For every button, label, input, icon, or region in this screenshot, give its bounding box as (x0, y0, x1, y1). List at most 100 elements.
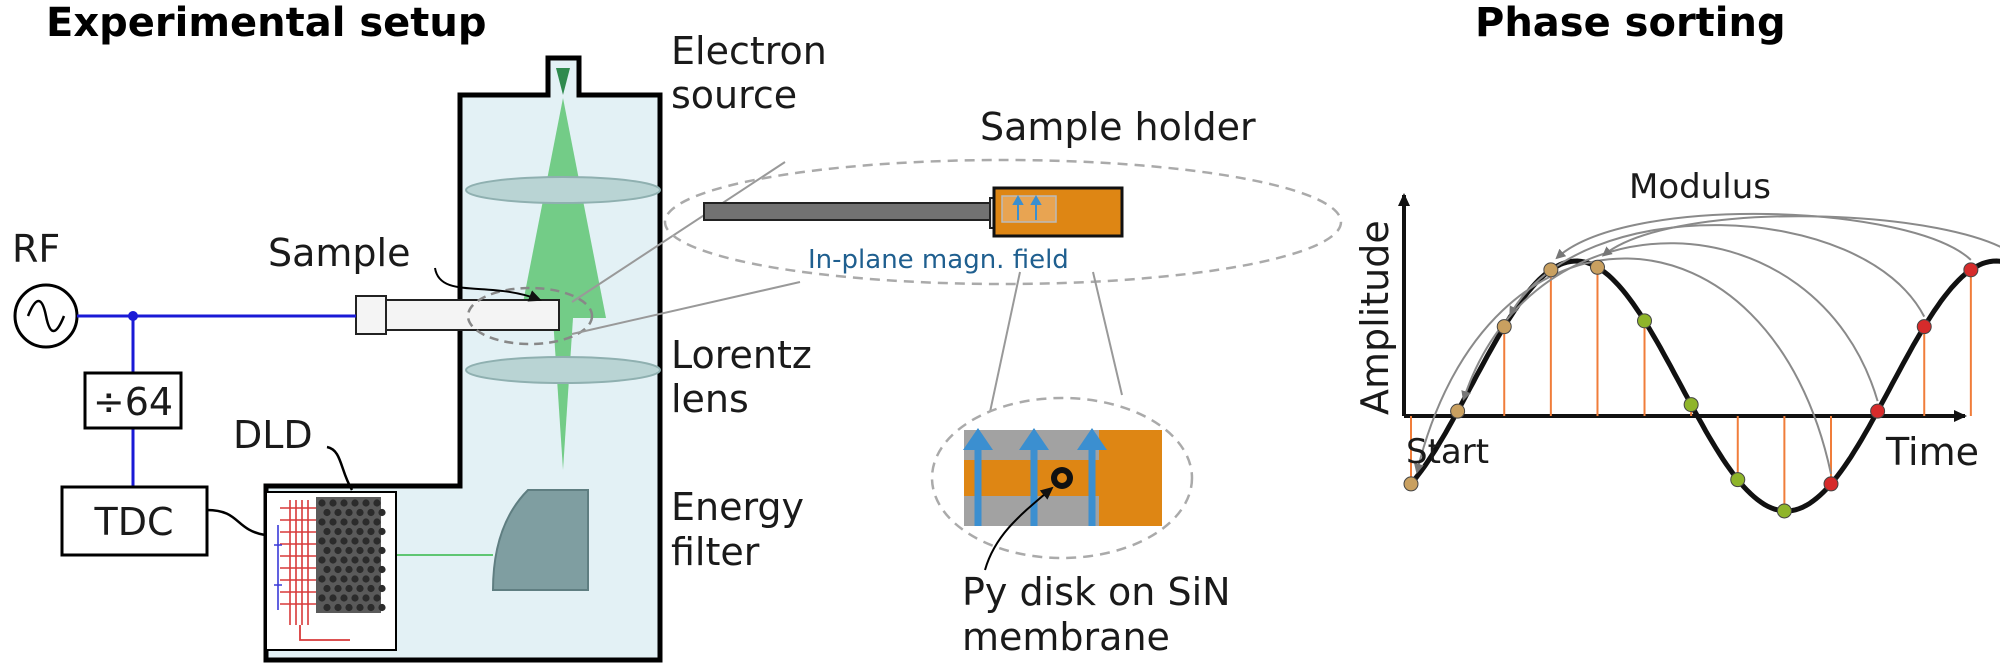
mcp-channel (373, 594, 381, 602)
mcp-channel (367, 584, 375, 593)
electron-beam-upper (520, 98, 606, 318)
mcp-channel (334, 603, 342, 612)
mcp-channel (378, 565, 386, 574)
mcp-channel (329, 499, 337, 507)
mcp-channel (373, 518, 381, 526)
lens-label-line1: Lorentz (671, 333, 812, 377)
mcp-channel (345, 527, 353, 536)
mcp-channel (378, 584, 386, 593)
sample-point (1496, 319, 1512, 335)
py-disk-core (1057, 473, 1067, 483)
mcp-detector (316, 497, 381, 613)
condenser-lens (465, 176, 661, 204)
mcp-channel (329, 518, 337, 526)
mcp-channel (340, 499, 348, 507)
mcp-channel (362, 594, 370, 602)
mcp-channel (340, 556, 348, 564)
mcp-channel (340, 537, 348, 545)
dld-pointer (326, 445, 354, 491)
mcp-channel (318, 518, 326, 526)
sine-icon (26, 299, 66, 333)
disk-pointer (984, 486, 1054, 571)
zoom-line-bottom (571, 281, 801, 335)
mcp-channel (340, 518, 348, 526)
membrane-zoom-line-right (1092, 271, 1123, 396)
mcp-channel (362, 518, 370, 526)
sample-point (1776, 503, 1792, 519)
mcp-channel (367, 527, 375, 536)
tdc-box (60, 485, 209, 557)
mcp-channel (373, 537, 381, 545)
mcp-channel (334, 546, 342, 555)
mcp-channel (329, 556, 337, 564)
membrane-zoom-line-left (989, 271, 1021, 413)
mcp-channel (334, 584, 342, 593)
mcp-channel (356, 565, 364, 574)
sample-point (1916, 319, 1932, 335)
filter-label-line1: Energy (671, 485, 804, 529)
mcp-channel (362, 556, 370, 564)
mcp-channel (351, 594, 359, 602)
filter-label-line2: filter (671, 530, 760, 574)
divider-label: ÷64 (93, 380, 173, 424)
field-arrow-head (1077, 428, 1107, 450)
tdc-label: TDC (93, 500, 173, 544)
phase-sort-arrow (1601, 215, 2000, 257)
electron-beam-lower (553, 318, 573, 470)
setup-title: Experimental setup (46, 0, 487, 46)
lens-label-line2: lens (671, 377, 749, 421)
mcp-channel (318, 556, 326, 564)
amplitude-label: Amplitude (1353, 220, 1397, 415)
membrane-field-arrows (963, 428, 1107, 526)
holder-window (1001, 195, 1057, 223)
phase-sort-arrow (1461, 242, 1879, 402)
mcp-channel (323, 546, 331, 555)
mcp-channel (318, 499, 326, 507)
source-label-line1: Electron (671, 29, 827, 73)
mcp-channel (351, 537, 359, 545)
mcp-channel (334, 508, 342, 517)
mcp-channel (356, 603, 364, 612)
mcp-channel (334, 527, 342, 536)
holder-rod (703, 202, 1005, 221)
mcp-channel (323, 508, 331, 517)
mcp-channel (373, 556, 381, 564)
mcp-channel (373, 499, 381, 507)
mcp-channels (318, 499, 386, 612)
mcp-channel (356, 508, 364, 517)
disk-label-line1: Py disk on SiN (962, 570, 1231, 614)
mcp-channel (356, 527, 364, 536)
sample-rod-knob (355, 295, 387, 335)
mcp-channel (351, 556, 359, 564)
sample-pointer (434, 267, 542, 302)
mcp-channel (373, 575, 381, 583)
lorentz-lens (465, 356, 661, 384)
mcp-channel (378, 527, 386, 536)
energy-filter (491, 489, 589, 591)
modulus-label: Modulus (1629, 167, 1771, 207)
source-label-line2: source (671, 73, 797, 117)
sample-rod (375, 299, 560, 331)
mcp-channel (378, 508, 386, 517)
mcp-channel (367, 508, 375, 517)
mcp-channel (345, 508, 353, 517)
sample-point (1543, 262, 1559, 278)
holder-zoom-ring (663, 158, 1343, 286)
rf-label: RF (12, 227, 60, 271)
mcp-channel (323, 584, 331, 593)
zoom-line-top (571, 161, 786, 303)
mcp-channel (378, 603, 386, 612)
mcp-channel (351, 575, 359, 583)
phase-sort-arrow (1555, 212, 1972, 261)
divider-box (83, 371, 183, 430)
field-arrow-head (963, 428, 993, 450)
mcp-channel (345, 565, 353, 574)
wire-junction (128, 311, 138, 321)
mcp-channel (345, 546, 353, 555)
disk-label-line2: membrane (962, 615, 1170, 659)
tdc-cable (206, 508, 266, 537)
field-label: In-plane magn. field (808, 245, 1069, 275)
mcp-channel (362, 499, 370, 507)
sample-point (1589, 259, 1605, 275)
holder-label: Sample holder (980, 105, 1256, 149)
